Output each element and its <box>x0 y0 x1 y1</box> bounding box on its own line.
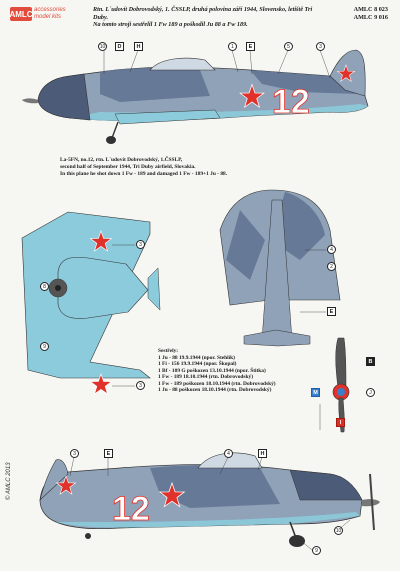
amlc-logo: AMLC <box>9 7 33 21</box>
side-profile-top: 12 <box>22 49 369 144</box>
callout-8-left: 8 <box>40 282 49 291</box>
top-planform <box>219 189 341 347</box>
tag-e-bottom: E <box>104 449 113 458</box>
callout-4-right: 4 <box>327 245 336 254</box>
side-number-top: 12 <box>272 83 310 121</box>
logo-sub-line1: accessories <box>34 7 66 13</box>
victories-title: Sestřely: <box>158 348 179 354</box>
product-code-1: AMLC 8 023 <box>353 6 388 13</box>
caption-line1: La-5FN, no.12, rtn. L´udovít Dobrovodský… <box>60 157 183 163</box>
caption-line3: In this plane he shot down 1 Fw - 189 an… <box>60 170 228 177</box>
tag-e-top: E <box>246 42 255 51</box>
propeller-front-view <box>332 337 350 433</box>
product-code-2: AMLC 9 016 <box>353 14 388 21</box>
callout-3-bottom: 3 <box>70 449 79 458</box>
logo-sub-line2: model kits <box>34 14 62 20</box>
side-profile-bottom: 12 <box>39 452 380 547</box>
tag-d-top: D <box>115 42 124 51</box>
tag-h-top: H <box>134 42 143 51</box>
logo-text: AMLC <box>9 9 33 19</box>
tag-h-bottom: H <box>258 449 267 458</box>
victory-item: 1 Ju - 88 19.9.1944 (npor. Stehlík) <box>158 354 235 361</box>
callout-5-top: 5 <box>284 42 293 51</box>
aircraft-caption: La-5FN, no.12, rtn. L´udovít Dobrovodský… <box>60 157 310 177</box>
callout-2-right: 2 <box>327 262 336 271</box>
victory-item: 1 Fw - 189 poškozen 18.10.1944 (rtn. Dob… <box>158 380 276 387</box>
caption-line2: second half of September 1944, Tri Duby … <box>60 163 196 170</box>
callout-3b-left: 3 <box>136 381 145 390</box>
callout-3-top: 3 <box>316 42 325 51</box>
callout-9-left: 9 <box>40 342 49 351</box>
tag-b-prop: B <box>366 357 375 366</box>
callout-10-bottom: 10 <box>334 526 343 535</box>
callout-9-bottom: 9 <box>312 546 321 555</box>
product-codes: AMLC 8 023 AMLC 9 016 <box>354 6 388 22</box>
victory-item: 1 Bf - 109 G poškozen 13.10.1944 (npor. … <box>158 367 266 374</box>
logo-subtitle: accessories model kits <box>34 7 66 21</box>
callout-4-bottom: 4 <box>224 449 233 458</box>
tag-m-prop: M <box>311 388 320 397</box>
callout-10-top: 10 <box>98 42 107 51</box>
victory-item: 1 Fw - 189 18.10.1944 (rtn. Dobrovodský) <box>158 374 253 380</box>
tag-j-prop: J <box>366 388 375 397</box>
victory-item: 1 Ju - 88 poškozen 18.10.1944 (rtn. Dobr… <box>158 387 272 393</box>
victories-list: Sestřely: 1 Ju - 88 19.9.1944 (npor. Ste… <box>158 348 308 394</box>
callout-1-top: 1 <box>228 42 237 51</box>
callout-3-left: 3 <box>136 240 145 249</box>
tag-i-prop: I <box>336 418 345 427</box>
side-number-bottom: 12 <box>112 490 150 528</box>
underside-planform <box>21 211 161 395</box>
victory-item: 1 Fi - 156 19.9.1944 (npor. Škopal) <box>158 361 237 367</box>
tag-e-right: E <box>327 307 336 316</box>
copyright: © AMLC 2013 <box>6 462 12 500</box>
header-text: Rtn. L´udovít Dobrovodský, 1. ČSSLP, dru… <box>93 6 328 29</box>
header-line1: Rtn. L´udovít Dobrovodský, 1. ČSSLP, dru… <box>93 6 313 21</box>
header-line2: Na tomto stroji sestřelil 1 Fw 189 a poš… <box>93 21 248 28</box>
